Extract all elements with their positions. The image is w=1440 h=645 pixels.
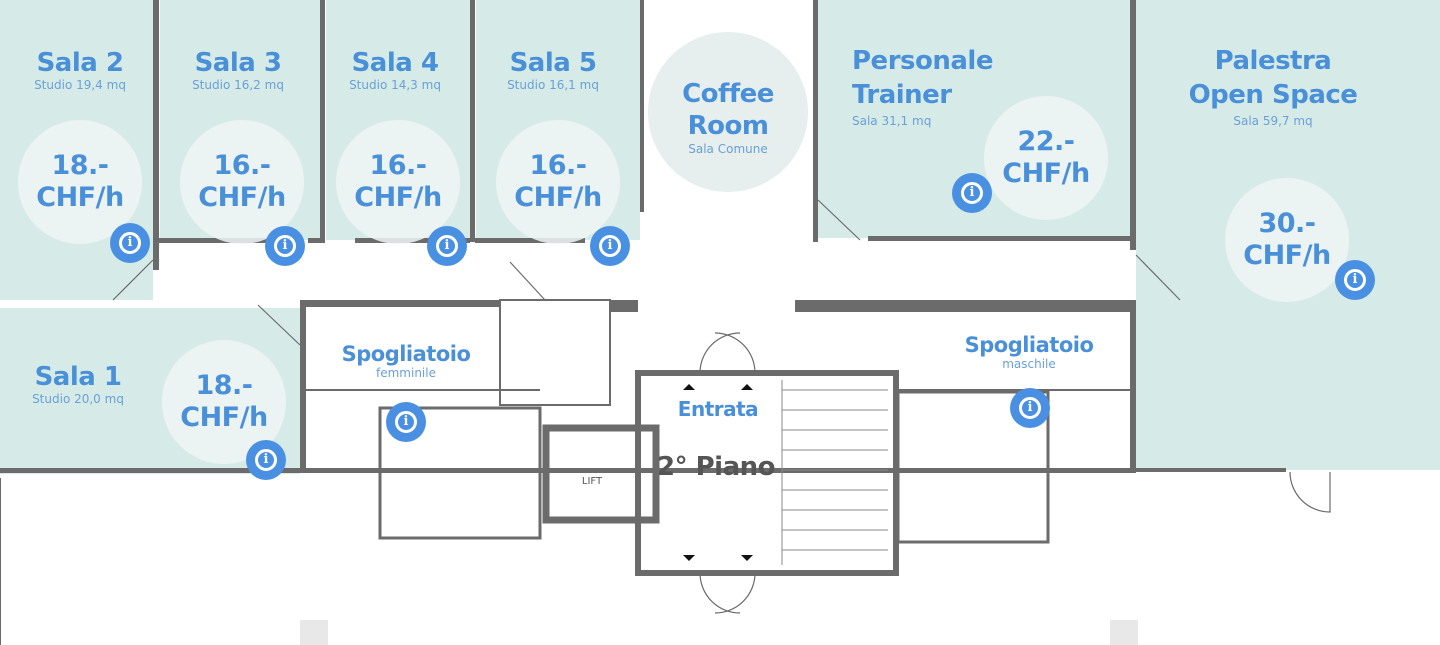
room-detail: Studio 14,3 mq <box>349 78 441 92</box>
price-value: 18.- <box>51 150 109 181</box>
room-label-sala-5[interactable]: Sala 5 Studio 16,1 mq <box>507 48 599 92</box>
info-icon: i <box>255 449 277 471</box>
room-name-line2: Room <box>687 111 769 141</box>
room-name-line2: Trainer <box>852 80 952 110</box>
info-button-sala-4[interactable]: i <box>427 226 467 266</box>
info-icon: i <box>1019 397 1041 419</box>
room-label-sala-1[interactable]: Sala 1 Studio 20,0 mq <box>32 362 124 406</box>
info-button-spogliatoio-maschile[interactable]: i <box>1010 388 1050 428</box>
room-name: Personale <box>852 46 993 76</box>
info-button-personale-trainer[interactable]: i <box>952 173 992 213</box>
price-badge-sala-3: 16.-CHF/h <box>180 120 304 244</box>
room-name: Spogliatoio <box>341 342 471 366</box>
price-unit: CHF/h <box>354 182 442 213</box>
room-label-spogliatoio-maschile[interactable]: Spogliatoio maschile <box>965 333 1094 371</box>
room-detail: Sala 59,7 mq <box>1233 114 1313 128</box>
info-icon: i <box>961 182 983 204</box>
room-detail: Studio 16,1 mq <box>507 78 599 92</box>
info-button-spogliatoio-femminile[interactable]: i <box>386 402 426 442</box>
room-name: Sala 3 <box>194 48 282 78</box>
room-detail: femminile <box>376 366 436 380</box>
price-value: 16.- <box>529 150 587 181</box>
room-label-spogliatoio-femminile[interactable]: Spogliatoio femminile <box>342 342 471 380</box>
price-unit: CHF/h <box>1243 240 1331 271</box>
price-value: 18.- <box>195 370 253 401</box>
info-button-sala-5[interactable]: i <box>590 226 630 266</box>
price-badge-sala-2: 18.-CHF/h <box>18 120 142 244</box>
room-name-line2: Open Space <box>1188 80 1358 110</box>
info-icon: i <box>395 411 417 433</box>
room-label-sala-3[interactable]: Sala 3 Studio 16,2 mq <box>192 48 284 92</box>
price-value: 22.- <box>1017 126 1075 157</box>
info-button-palestra[interactable]: i <box>1335 260 1375 300</box>
info-icon: i <box>274 235 296 257</box>
room-label-palestra[interactable]: Palestra Open Space Sala 59,7 mq <box>1189 42 1358 128</box>
info-button-sala-2[interactable]: i <box>110 223 150 263</box>
room-name: Sala 5 <box>509 48 597 78</box>
room-name: Coffee <box>682 79 774 109</box>
room-label-sala-2[interactable]: Sala 2 Studio 19,4 mq <box>34 48 126 92</box>
price-badge-palestra: 30.-CHF/h <box>1225 178 1349 302</box>
room-label-personale-trainer[interactable]: Personale Trainer Sala 31,1 mq <box>852 42 993 128</box>
room-name: Spogliatoio <box>964 333 1094 357</box>
room-detail: Studio 16,2 mq <box>192 78 284 92</box>
lift-label: LIFT <box>581 476 603 487</box>
info-icon: i <box>1344 269 1366 291</box>
room-name: Sala 4 <box>351 48 439 78</box>
room-name: Sala 2 <box>36 48 124 78</box>
info-button-sala-1[interactable]: i <box>246 440 286 480</box>
info-icon: i <box>119 232 141 254</box>
room-detail: Sala 31,1 mq <box>852 114 932 128</box>
price-badge-sala-5: 16.-CHF/h <box>496 120 620 244</box>
room-detail: Studio 20,0 mq <box>32 392 124 406</box>
room-detail: maschile <box>1002 357 1056 371</box>
price-unit: CHF/h <box>36 182 124 213</box>
price-value: 16.- <box>213 150 271 181</box>
floor-label: 2° Piano <box>656 452 776 482</box>
price-value: 30.- <box>1258 208 1316 239</box>
info-icon: i <box>599 235 621 257</box>
room-detail: Studio 19,4 mq <box>34 78 126 92</box>
info-icon: i <box>436 235 458 257</box>
price-badge-personale-trainer: 22.-CHF/h <box>984 96 1108 220</box>
price-badge-sala-4: 16.-CHF/h <box>336 120 460 244</box>
room-detail: Sala Comune <box>688 142 768 156</box>
price-unit: CHF/h <box>1002 158 1090 189</box>
price-unit: CHF/h <box>198 182 286 213</box>
price-unit: CHF/h <box>180 402 268 433</box>
price-value: 16.- <box>369 150 427 181</box>
price-unit: CHF/h <box>514 182 602 213</box>
room-label-sala-4[interactable]: Sala 4 Studio 14,3 mq <box>349 48 441 92</box>
info-button-sala-3[interactable]: i <box>265 226 305 266</box>
coffee-room-circle <box>648 32 808 192</box>
entrance-label: Entrata <box>677 397 759 421</box>
room-label-coffee-room[interactable]: Coffee Room Sala Comune <box>682 78 774 156</box>
room-name: Palestra <box>1214 46 1332 76</box>
room-name: Sala 1 <box>34 362 122 392</box>
